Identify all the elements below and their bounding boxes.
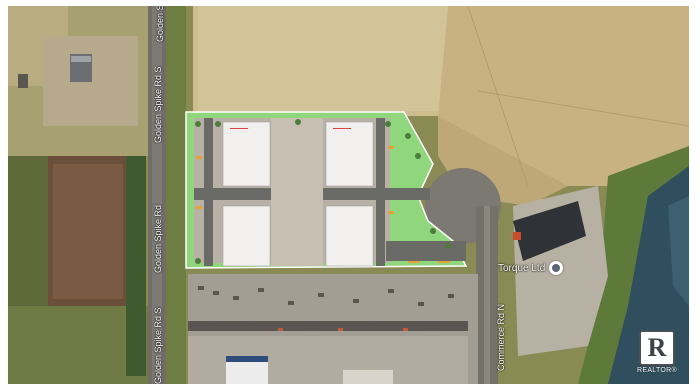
road-label-golden-spike-rd-s-bottom: Golden Spike Rd S	[153, 307, 163, 384]
location-pin-icon[interactable]	[549, 261, 564, 275]
realtor-trademark: ®	[671, 367, 677, 374]
road-label-golden-spike-rd-s-upper: Golden Spike Rd S	[153, 66, 163, 143]
poi-torque-ltd[interactable]: Torque Ltd	[498, 261, 564, 275]
road-label-golden-spike-rd-s-top: Golden Spike Rd S	[155, 6, 165, 42]
aerial-map[interactable]: Golden Spike Rd S Golden Spike Rd S Gold…	[8, 6, 689, 384]
poi-label: Torque Ltd	[498, 262, 546, 274]
realtor-logo: R	[639, 330, 675, 366]
realtor-wordmark-text: REALTOR	[637, 367, 672, 374]
aerial-imagery	[8, 6, 689, 384]
realtor-watermark: R REALTOR®	[637, 330, 677, 378]
road-label-commerce-rd-n: Commerce Rd N	[496, 303, 506, 371]
realtor-wordmark: REALTOR®	[637, 367, 677, 374]
realtor-logo-letter: R	[647, 333, 667, 362]
road-label-golden-spike-rd: Golden Spike Rd	[153, 204, 163, 273]
